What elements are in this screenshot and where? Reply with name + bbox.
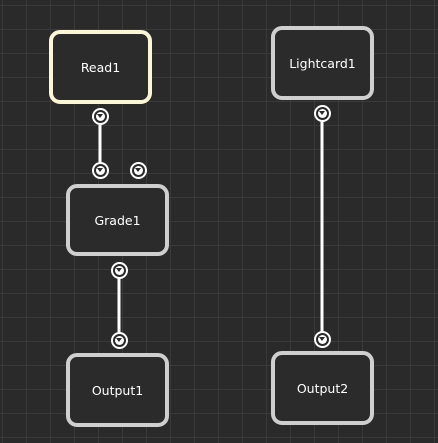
port-arrow-down-icon[interactable]	[91, 107, 109, 125]
node-label: Lightcard1	[289, 55, 356, 71]
node-label: Read1	[80, 59, 121, 75]
node-read1[interactable]: Read1	[49, 30, 152, 104]
node-output1[interactable]: Output1	[66, 353, 169, 427]
port-arrow-down-icon[interactable]	[110, 261, 128, 279]
node-label: Output2	[296, 380, 349, 396]
node-lightcard1[interactable]: Lightcard1	[271, 26, 374, 100]
port-arrow-down-icon[interactable]	[129, 161, 147, 179]
port-arrow-down-icon[interactable]	[110, 331, 128, 349]
node-label: Output1	[91, 382, 144, 398]
port-arrow-down-icon[interactable]	[91, 161, 109, 179]
node-grade1[interactable]: Grade1	[66, 184, 169, 256]
port-arrow-down-icon[interactable]	[313, 330, 331, 348]
port-arrow-down-icon[interactable]	[313, 104, 331, 122]
node-label: Grade1	[94, 212, 141, 228]
node-output2[interactable]: Output2	[271, 351, 374, 425]
